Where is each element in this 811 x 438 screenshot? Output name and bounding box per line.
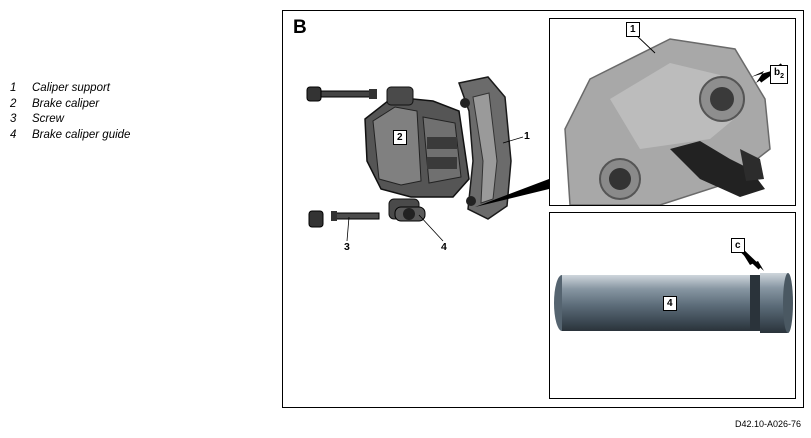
brake-caliper-drawing: [364, 86, 470, 220]
label-photo-caliper-guide: 4: [663, 296, 677, 311]
legend-item: 2 Brake caliper: [10, 97, 130, 113]
label-screw: 3: [344, 241, 350, 253]
legend-text: Brake caliper guide: [32, 128, 131, 141]
label-photo-caliper-support: 1: [626, 22, 640, 37]
legend-text: Brake caliper: [32, 97, 100, 110]
legend-number: 4: [10, 128, 17, 141]
legend-number: 2: [10, 97, 17, 110]
screw-drawing: [308, 210, 380, 228]
legend-number: 1: [10, 82, 17, 94]
legend-number: 3: [10, 113, 17, 125]
exploded-view-drawing: [306, 76, 549, 242]
label-photo-c: c: [731, 238, 745, 253]
label-photo-b2-sub: 2: [780, 73, 785, 80]
zoom-wedge: [475, 179, 549, 207]
photo-caliper-guide: c 4: [549, 212, 796, 399]
legend-text: Caliper support: [32, 82, 110, 94]
label-caliper-guide: 4: [441, 241, 447, 253]
legend-item: 4 Brake caliper guide: [10, 128, 130, 144]
caliper-support-drawing: [458, 76, 512, 220]
figure-code: D42.10-A026-76: [734, 419, 801, 429]
label-brake-caliper: 2: [393, 130, 407, 145]
figure-frame: B: [282, 10, 804, 408]
section-letter: B: [293, 17, 307, 38]
caliper-guide-drawing: [394, 206, 426, 222]
legend-item: 3 Screw: [10, 112, 130, 128]
label-caliper-support: 1: [524, 130, 530, 142]
legend-item: 1 Caliper support: [10, 81, 130, 97]
legend: 1 Caliper support 2 Brake caliper 3 Screw 4…: [10, 81, 130, 143]
legend-text: Screw: [32, 113, 64, 125]
label-photo-b2-main: b: [774, 67, 781, 78]
caliper-support-photo-drawing: [564, 33, 784, 205]
photo-caliper-support: 1 b2: [549, 18, 796, 206]
label-photo-b2: b2: [770, 65, 789, 84]
upper-bolt-drawing: [306, 86, 377, 102]
caliper-guide-photo-drawing: [554, 243, 793, 333]
